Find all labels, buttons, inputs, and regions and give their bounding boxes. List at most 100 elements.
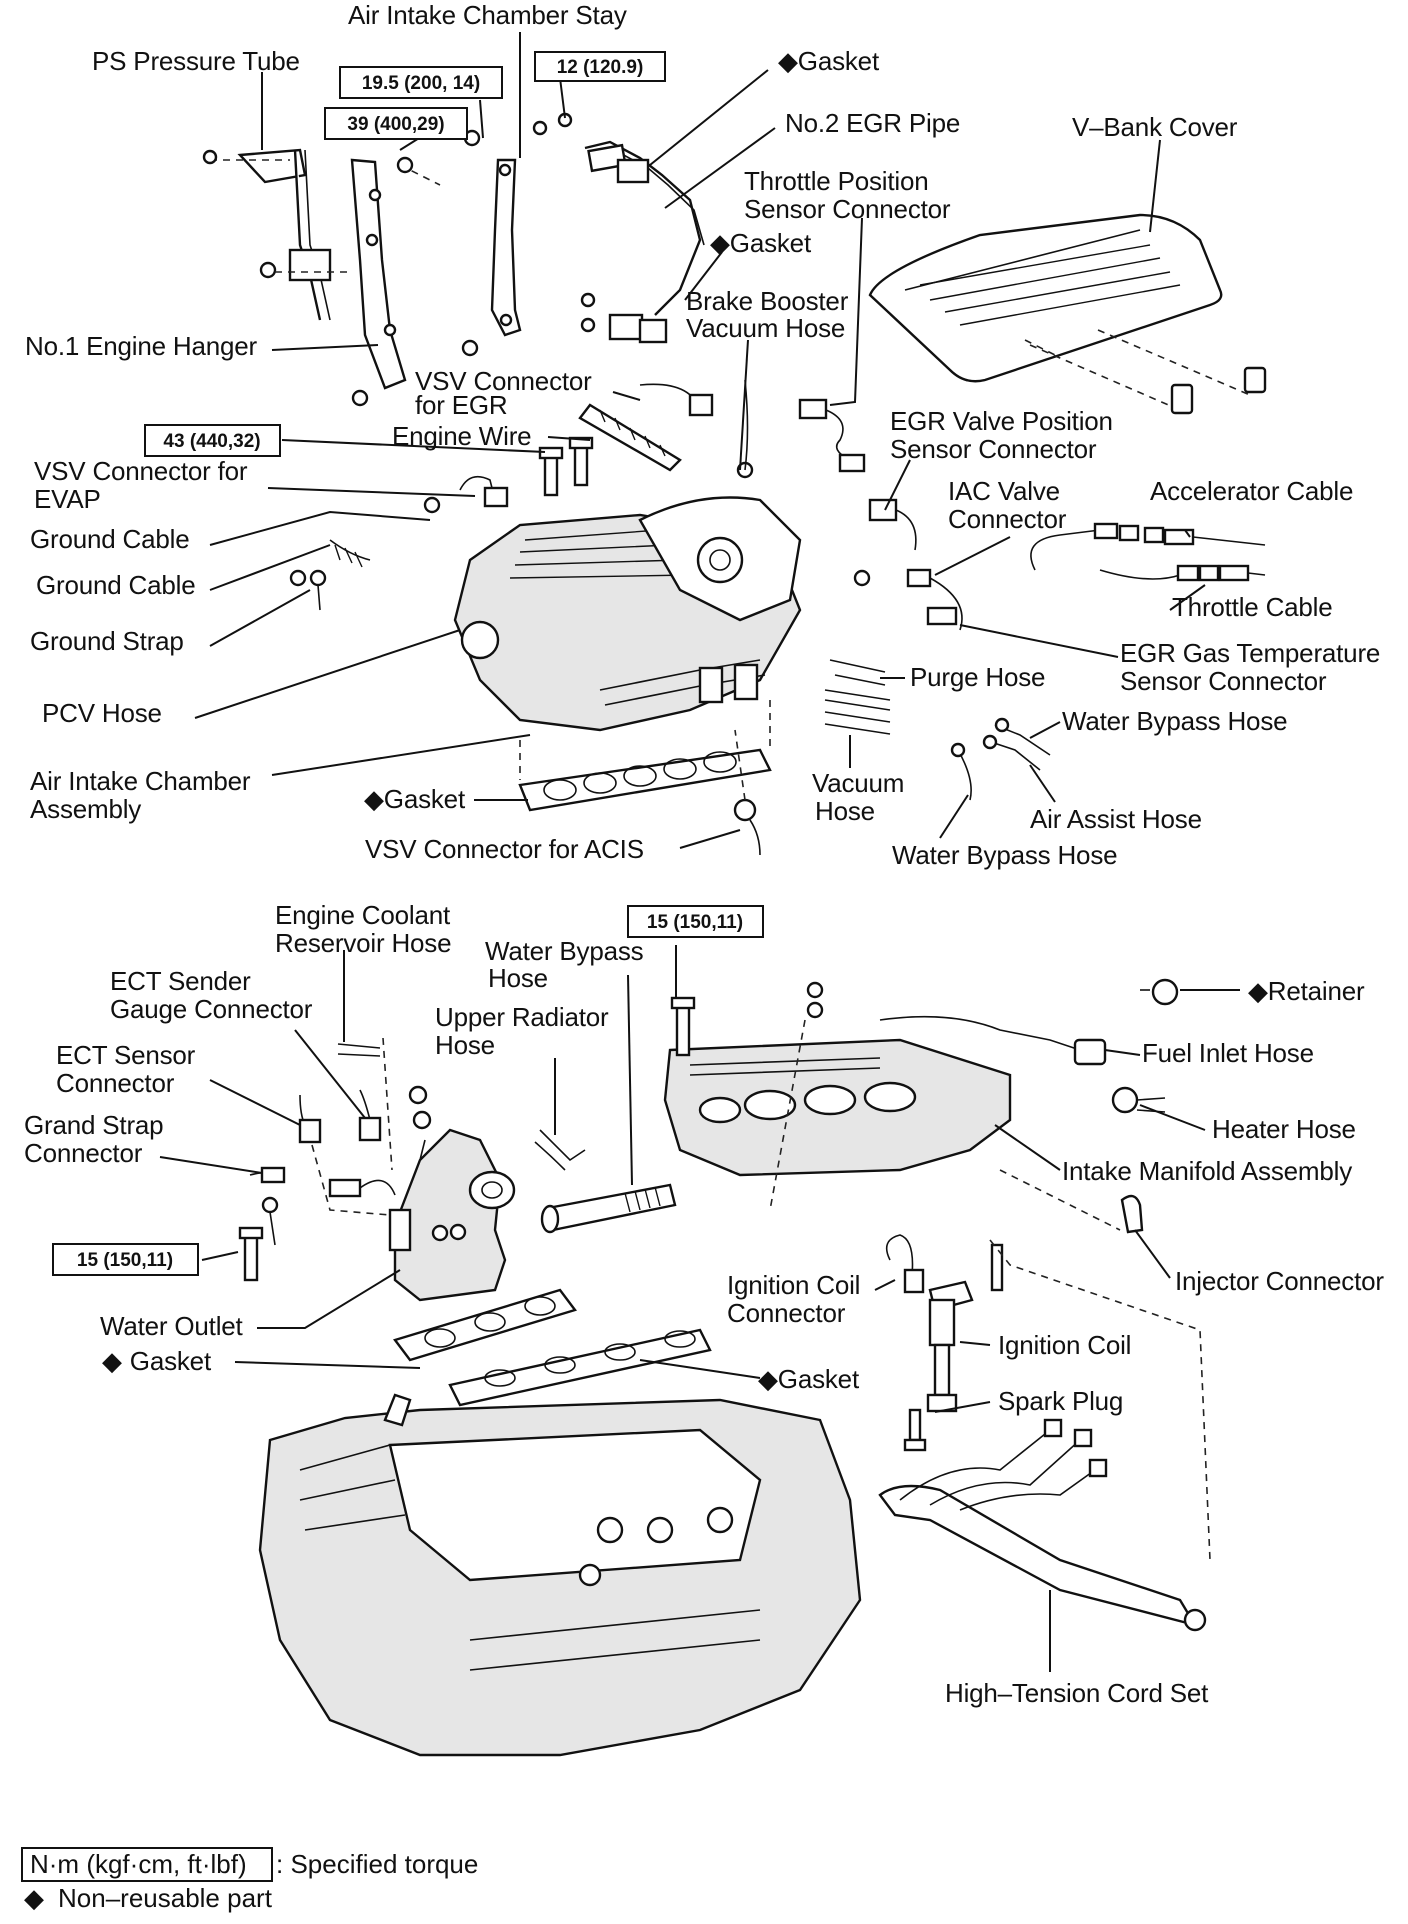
evap-ground-drawing — [289, 475, 509, 611]
svg-text:Connector: Connector — [56, 1068, 175, 1098]
label-purge-hose: Purge Hose — [910, 662, 1045, 692]
svg-text:EVAP: EVAP — [34, 484, 101, 514]
label-upper-radiator-hose: Upper Radiator — [435, 1002, 609, 1032]
svg-text:19.5 (200, 14): 19.5 (200, 14) — [362, 73, 480, 94]
label-accelerator-cable: Accelerator Cable — [1150, 476, 1353, 506]
label-water-bypass-hose-lower: Water Bypass Hose — [892, 840, 1117, 870]
engine-block-drawing — [258, 1393, 862, 1757]
leader-lines — [159, 32, 1240, 1672]
svg-text:Hose: Hose — [435, 1030, 495, 1060]
label-gasket-egr: ◆Gasket — [710, 228, 812, 258]
label-ignition-coil: Ignition Coil — [998, 1330, 1131, 1360]
water-bypass-air-assist-drawing — [950, 717, 1051, 801]
label-gasket-chamber: ◆Gasket — [364, 784, 466, 814]
svg-text:Connector: Connector — [948, 504, 1067, 534]
svg-text:Vacuum Hose: Vacuum Hose — [686, 313, 845, 343]
non-reusable-mark: ◆ — [778, 46, 798, 76]
label-spark-plug: Spark Plug — [998, 1386, 1123, 1416]
grand-strap-connector-drawing — [249, 1166, 396, 1246]
label-brake-booster-vacuum-hose: Brake Booster — [686, 286, 849, 316]
svg-text:Sensor Connector: Sensor Connector — [890, 434, 1097, 464]
svg-text:39 (400,29): 39 (400,29) — [347, 114, 444, 135]
label-fuel-inlet-hose: Fuel Inlet Hose — [1142, 1038, 1314, 1068]
svg-text:Gauge Connector: Gauge Connector — [110, 994, 313, 1024]
throttle-position-sensor-connector-drawing — [798, 398, 866, 473]
intake-manifold-assembly-drawing — [663, 981, 1121, 1231]
coolant-reservoir-hose-drawing — [337, 1037, 393, 1171]
svg-text:Connector: Connector — [727, 1298, 846, 1328]
label-injector-connector: Injector Connector — [1175, 1266, 1384, 1296]
part-labels: Air Intake Chamber Stay PS Pressure Tube… — [24, 0, 1385, 1708]
svg-text:Hose: Hose — [488, 963, 548, 993]
legend-non-reusable-row: ◆ Non–reusable part — [24, 1883, 273, 1913]
svg-text:Assembly: Assembly — [30, 794, 141, 824]
label-ect-sensor-connector: ECT Sensor — [56, 1040, 196, 1070]
water-outlet-drawing — [238, 1085, 516, 1302]
svg-text:43 (440,32): 43 (440,32) — [163, 431, 260, 452]
upper-radiator-hose-drawing — [534, 1129, 677, 1234]
label-water-outlet: Water Outlet — [100, 1311, 244, 1341]
engine-wire-drawing — [578, 383, 714, 472]
part-drawings — [201, 77, 1267, 1757]
bolts-chamber — [538, 379, 754, 497]
air-intake-chamber-stay-drawing — [461, 129, 522, 357]
label-engine-wire: Engine Wire — [392, 421, 531, 451]
label-v-bank-cover: V–Bank Cover — [1072, 112, 1238, 142]
svg-text:Reservoir Hose: Reservoir Hose — [275, 928, 451, 958]
label-retainer: ◆Retainer — [1248, 976, 1365, 1006]
svg-text:15 (150,11): 15 (150,11) — [77, 1250, 173, 1271]
label-ground-strap: Ground Strap — [30, 626, 184, 656]
torque-box-3: 12 (120.9) — [534, 51, 666, 82]
label-throttle-position-sensor-connector: Throttle Position — [744, 166, 928, 196]
non-reusable-mark: ◆ — [758, 1364, 778, 1394]
label-vacuum-hose: Vacuum — [812, 768, 904, 798]
label-ground-cable-1: Ground Cable — [30, 524, 189, 554]
svg-text:Connector: Connector — [24, 1138, 143, 1168]
vsv-acis-drawing — [733, 729, 761, 856]
label-heater-hose: Heater Hose — [1212, 1114, 1356, 1144]
svg-text:12 (120.9): 12 (120.9) — [557, 57, 644, 78]
label-grand-strap-connector: Grand Strap — [24, 1110, 163, 1140]
torque-box-4: 43 (440,32) — [144, 424, 281, 457]
svg-text:Hose: Hose — [815, 796, 875, 826]
ignition-drawing — [885, 1234, 1211, 1561]
legend-torque-unit: N·m (kgf·cm, ft·lbf) — [30, 1849, 247, 1879]
non-reusable-mark: ◆ — [710, 228, 730, 258]
label-air-intake-chamber-stay: Air Intake Chamber Stay — [348, 0, 627, 30]
label-ps-pressure-tube: PS Pressure Tube — [92, 46, 300, 76]
egr-iac-connectors-drawing — [853, 498, 963, 631]
label-engine-coolant-reservoir-hose: Engine Coolant — [275, 900, 451, 930]
no1-engine-hanger-drawing — [259, 156, 441, 407]
label-water-bypass-hose-mid: Water Bypass — [485, 936, 644, 966]
ps-pressure-tube-drawing — [202, 148, 332, 321]
label-vsv-connector-for-egr: VSV Connector — [415, 366, 592, 396]
torque-box-5: 15 (150,11) — [627, 905, 764, 938]
label-ect-sender-gauge-connector: ECT Sender — [110, 966, 251, 996]
torque-box-2: 39 (400,29) — [324, 107, 468, 140]
svg-text:for EGR: for EGR — [415, 390, 508, 420]
no2-egr-pipe-drawing — [532, 112, 705, 344]
gasket-chamber-drawing — [518, 700, 772, 812]
label-egr-gas-temperature-sensor-connector: EGR Gas Temperature — [1120, 638, 1380, 668]
legend-non-reusable-mark: ◆ — [24, 1883, 44, 1913]
legend-torque-row: N·m (kgf·cm, ft·lbf) : Specified torque — [21, 1847, 478, 1882]
label-gasket-manifold: ◆Gasket — [758, 1364, 860, 1394]
label-iac-valve-connector: IAC Valve — [948, 476, 1060, 506]
legend: N·m (kgf·cm, ft·lbf) : Specified torque … — [21, 1847, 478, 1913]
high-tension-cord-set-drawing — [878, 1418, 1207, 1632]
non-reusable-mark: ◆ — [1248, 976, 1268, 1006]
label-ignition-coil-connector: Ignition Coil — [727, 1270, 860, 1300]
torque-box-1: 19.5 (200, 14) — [339, 66, 503, 99]
label-air-intake-chamber-assembly: Air Intake Chamber — [30, 766, 251, 796]
label-intake-manifold-assembly: Intake Manifold Assembly — [1062, 1156, 1352, 1186]
label-no1-engine-hanger: No.1 Engine Hanger — [25, 331, 258, 361]
legend-non-reusable-desc: Non–reusable part — [58, 1883, 273, 1913]
retainer-heater-drawing — [1111, 978, 1179, 1234]
label-vsv-connector-for-acis: VSV Connector for ACIS — [365, 834, 644, 864]
label-ground-cable-2: Ground Cable — [36, 570, 195, 600]
label-gasket-outlet: ◆Gasket — [102, 1346, 212, 1376]
label-air-assist-hose: Air Assist Hose — [1030, 804, 1202, 834]
ect-connectors-drawing — [298, 1089, 391, 1216]
gaskets-lower-drawing — [393, 1288, 712, 1407]
